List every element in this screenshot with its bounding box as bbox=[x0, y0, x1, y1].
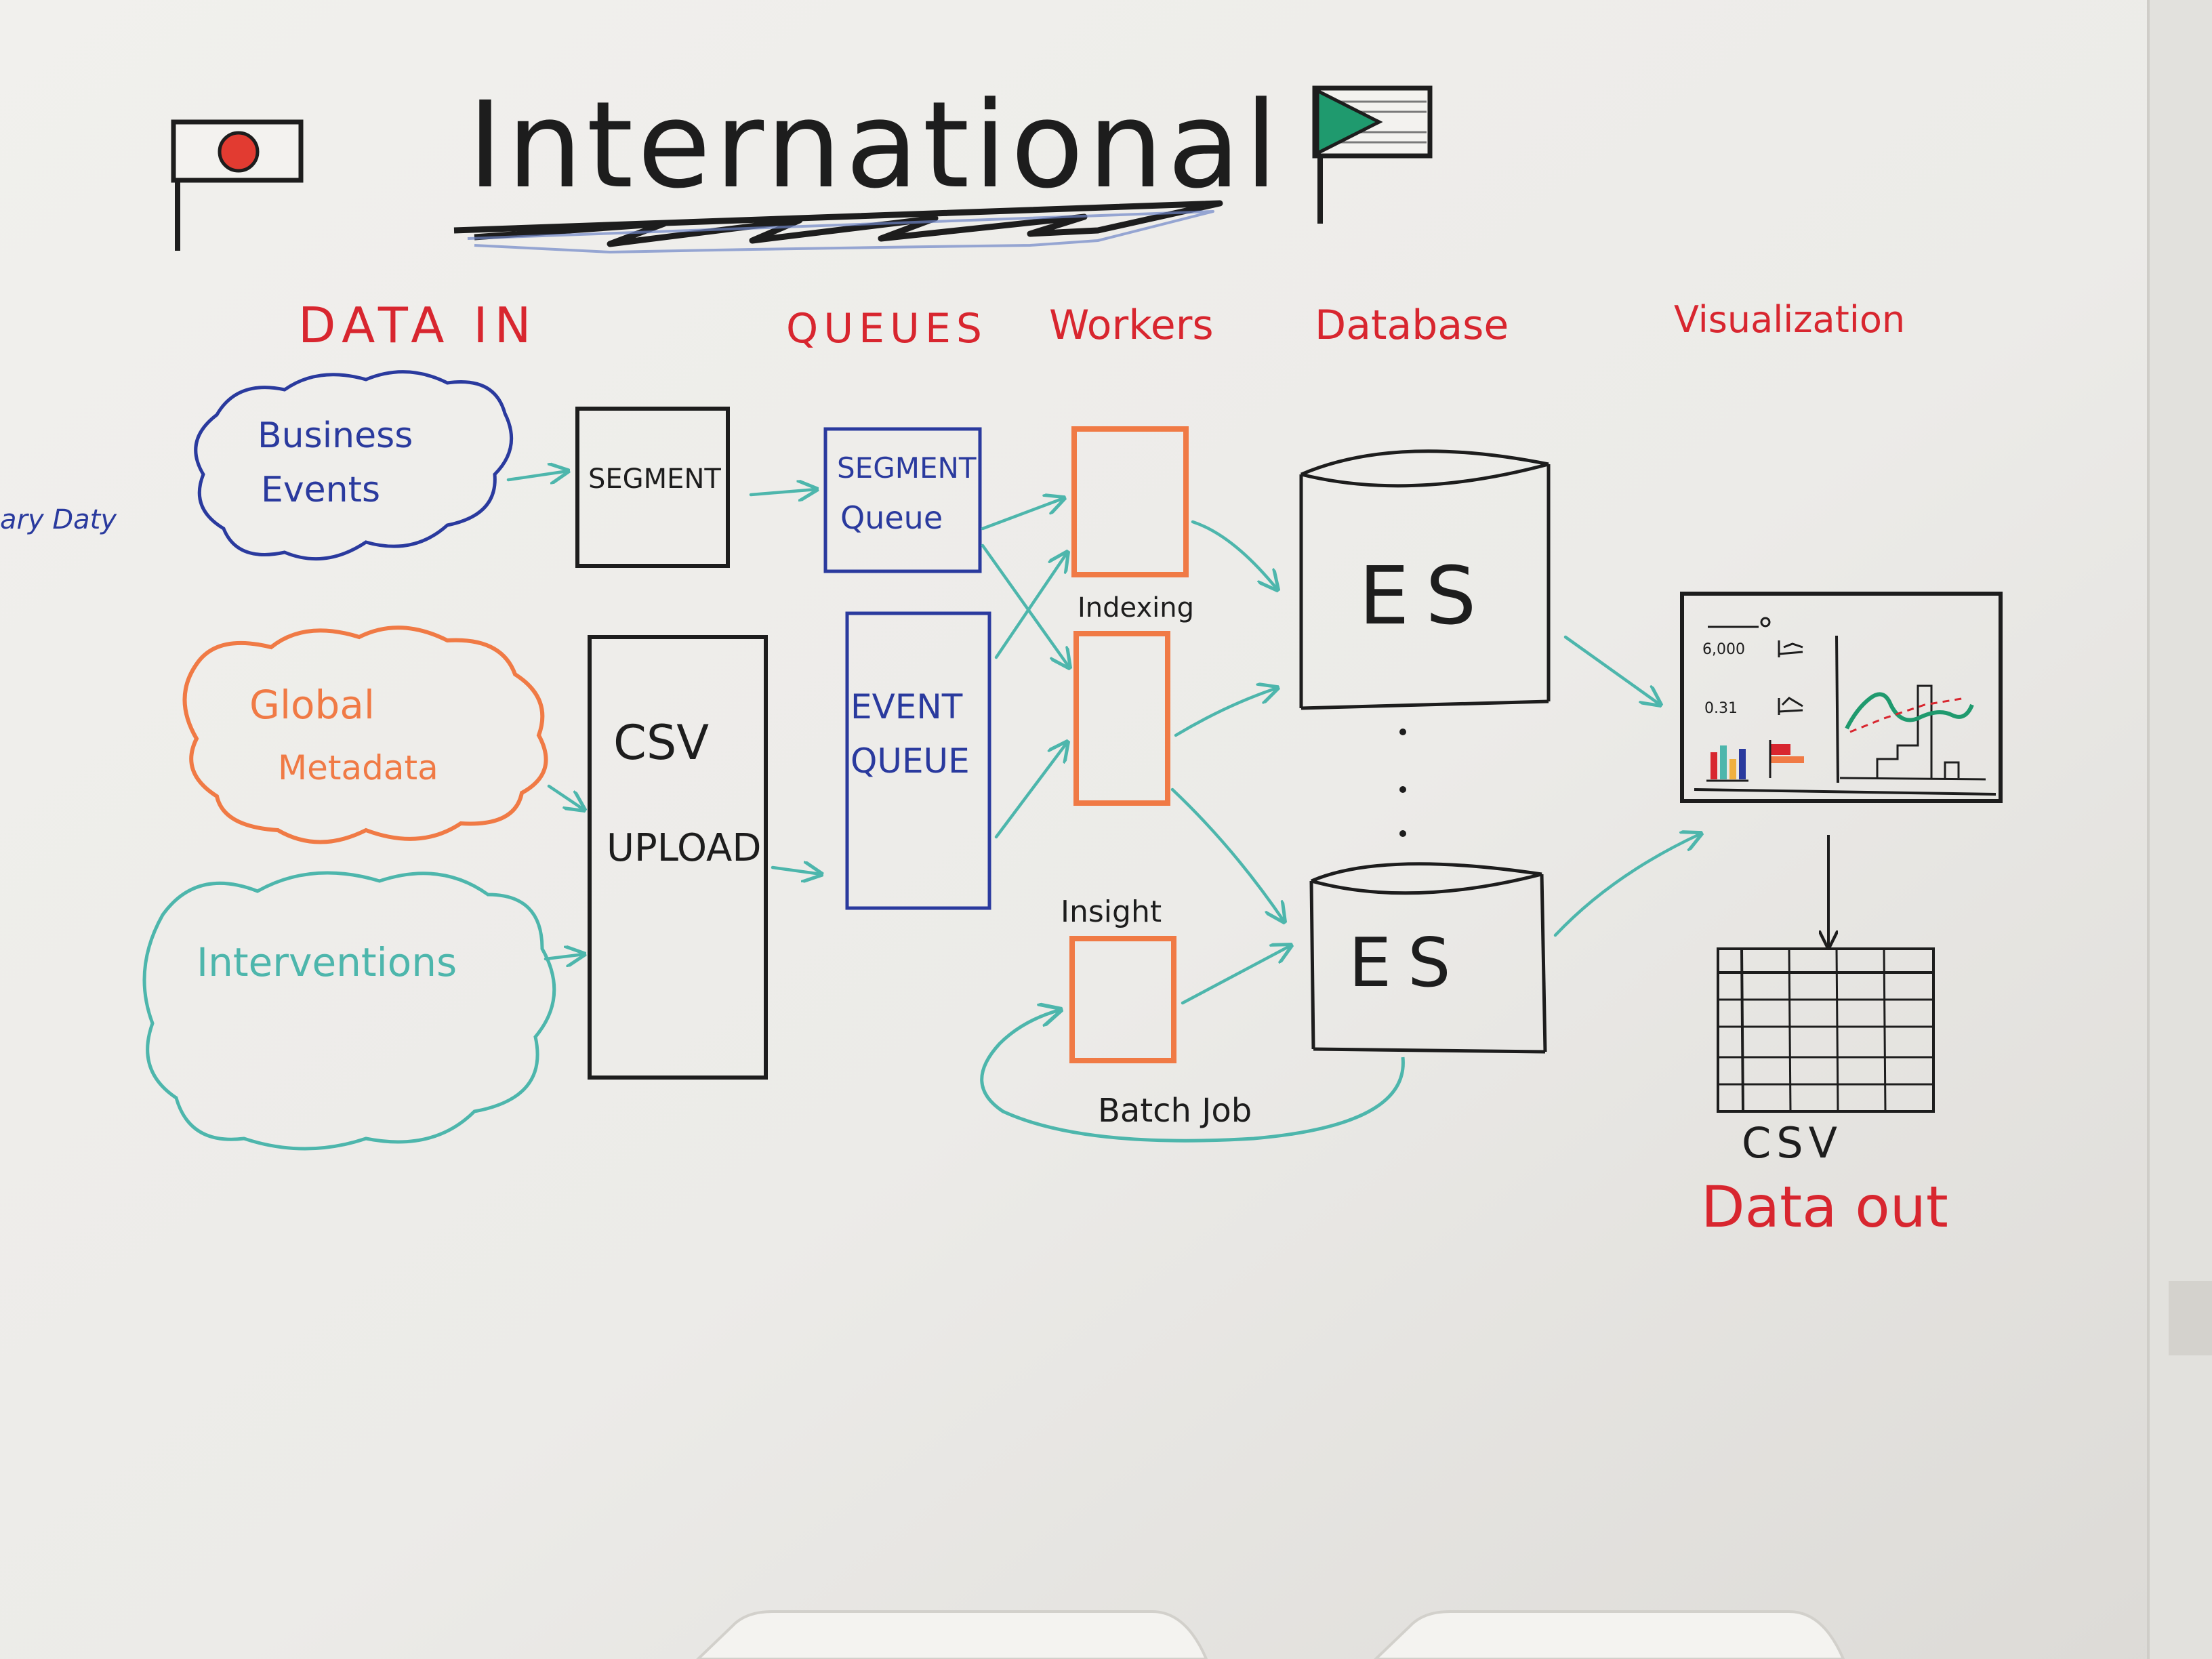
column-header-workers: Workers bbox=[1049, 302, 1214, 349]
column-header-queues: QUEUES bbox=[786, 305, 987, 352]
database-es-2: ES bbox=[1309, 862, 1547, 1054]
queue-segment-line2: Queue bbox=[840, 499, 943, 536]
worker-insight-label: Insight bbox=[1061, 895, 1162, 929]
arrow-worker-1-to-es-1 bbox=[1191, 520, 1277, 590]
dashboard-metric-2: 0.31 bbox=[1704, 700, 1738, 717]
arrow-es-2-to-dashboard bbox=[1553, 834, 1701, 937]
worker-indexing-2 bbox=[1073, 631, 1170, 806]
cloud-business-events: Business Events bbox=[194, 370, 514, 561]
arrow-csv-to-event-queue bbox=[771, 867, 821, 874]
box-segment-label: SEGMENT bbox=[588, 464, 721, 495]
cloud-global-metadata-line2: Metadata bbox=[278, 748, 438, 787]
queue-segment: SEGMENT Queue bbox=[823, 427, 982, 573]
cloud-business-events-line1: Business bbox=[258, 415, 413, 456]
database-es-1: ES bbox=[1299, 449, 1551, 710]
flow-arrows bbox=[506, 471, 1701, 1005]
arrow-worker-2-to-es-2 bbox=[1170, 787, 1284, 922]
arrow-interventions-to-csv bbox=[544, 954, 584, 959]
arrow-metadata-to-csv bbox=[547, 784, 584, 810]
batch-job-loop-arrow bbox=[980, 1010, 1405, 1143]
arrow-segment-queue-to-worker-1 bbox=[981, 498, 1064, 531]
box-csv-upload-line2: UPLOAD bbox=[607, 826, 761, 870]
cloud-interventions: Interventions bbox=[142, 871, 556, 1151]
arrow-es-1-to-dashboard bbox=[1563, 635, 1660, 705]
csv-table-sketch: CSV bbox=[1717, 947, 1935, 1168]
arrow-segment-to-segment-queue bbox=[749, 489, 817, 495]
arrow-worker-2-to-es-1 bbox=[1174, 688, 1277, 737]
cloud-business-events-line2: Events bbox=[261, 470, 380, 510]
arrow-insight-to-es-2 bbox=[1181, 945, 1291, 1005]
batch-job-label: Batch Job bbox=[1098, 1092, 1252, 1130]
dashboard-metric-1: 6,000 bbox=[1702, 641, 1745, 658]
queue-segment-line1: SEGMENT bbox=[837, 451, 977, 485]
column-header-data-in: DATA IN bbox=[298, 297, 537, 354]
cloud-interventions-label: Interventions bbox=[197, 939, 457, 985]
arrow-event-queue-to-worker-1 bbox=[994, 552, 1067, 659]
flag-left-icon bbox=[171, 119, 304, 251]
box-segment: SEGMENT bbox=[575, 407, 730, 568]
column-header-visualization: Visualization bbox=[1674, 298, 1905, 341]
arrow-segment-queue-to-worker-2 bbox=[981, 544, 1069, 668]
data-out-label: Data out bbox=[1701, 1174, 1948, 1240]
arrow-event-queue-to-worker-2 bbox=[994, 742, 1067, 839]
database-es-1-label: ES bbox=[1359, 549, 1492, 642]
flag-right-icon bbox=[1312, 85, 1433, 224]
queue-event: EVENT QUEUE bbox=[845, 611, 991, 910]
queue-event-line1: EVENT bbox=[851, 687, 963, 726]
marker-tray-left bbox=[696, 1610, 1208, 1659]
queue-event-line2: QUEUE bbox=[851, 741, 970, 781]
title-wave-shadow bbox=[467, 210, 1214, 253]
worker-indexing-1 bbox=[1071, 426, 1189, 577]
database-es-2-label: ES bbox=[1349, 923, 1467, 1002]
cloud-global-metadata: Global Metadata bbox=[182, 626, 548, 844]
box-csv-upload: CSV UPLOAD bbox=[588, 635, 768, 1080]
edge-cutoff-text: ary Daty bbox=[0, 504, 117, 535]
wall-edge bbox=[2148, 0, 2212, 1659]
arrow-business-to-segment bbox=[506, 471, 568, 480]
title-wave-underline bbox=[453, 200, 1223, 247]
worker-indexing-label: Indexing bbox=[1078, 592, 1194, 623]
csv-table-label: CSV bbox=[1742, 1118, 1843, 1168]
cloud-global-metadata-line1: Global bbox=[249, 682, 375, 728]
worker-insight bbox=[1069, 936, 1176, 1063]
dashboard-sketch: 6,000 0.31 bbox=[1680, 592, 2003, 803]
title-text: International bbox=[468, 76, 1282, 215]
marker-tray-right bbox=[1374, 1610, 1845, 1659]
column-header-database: Database bbox=[1315, 302, 1509, 349]
box-csv-upload-line1: CSV bbox=[613, 715, 709, 771]
database-ellipsis bbox=[1399, 729, 1406, 837]
radiator bbox=[2169, 1281, 2212, 1355]
